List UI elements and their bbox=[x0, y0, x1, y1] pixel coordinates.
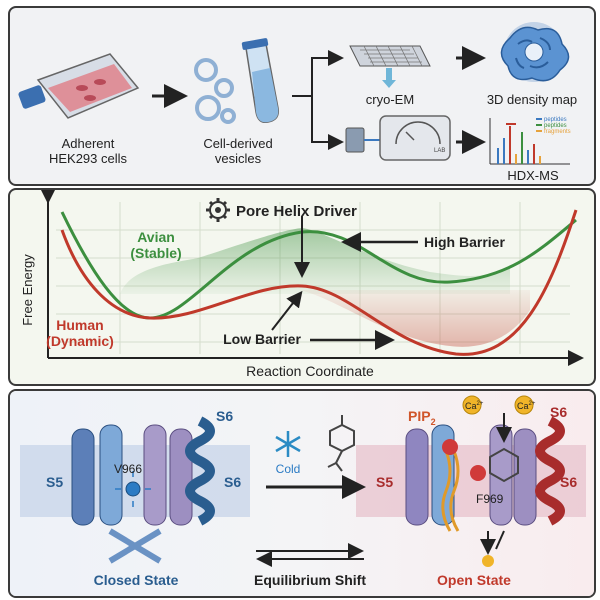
avian-label-line2: (Stable) bbox=[130, 245, 181, 261]
equilibrium-label: Equilibrium Shift bbox=[254, 572, 366, 588]
low-barrier-label: Low Barrier bbox=[223, 331, 301, 347]
hdx-label: HDX-MS bbox=[507, 168, 559, 183]
cells-label-line1: Adherent bbox=[61, 136, 115, 151]
high-barrier-label: High Barrier bbox=[424, 234, 505, 250]
cold-label: Cold bbox=[276, 462, 301, 476]
s6-left-mid-label: S6 bbox=[224, 474, 241, 490]
avian-label-line1: Avian bbox=[137, 229, 175, 245]
human-label-line1: Human bbox=[56, 317, 103, 333]
vesicles-icon bbox=[194, 58, 236, 124]
cells-label-line2: HEK293 cells bbox=[48, 151, 128, 166]
vesicles-label: Cell-derived vesicles bbox=[178, 136, 298, 166]
gear-icon bbox=[206, 198, 230, 222]
open-state-label: Open State bbox=[437, 572, 511, 588]
workflow-panel: LAB peptides peptides fragments Adherent… bbox=[8, 6, 596, 186]
instrument-tag: LAB bbox=[434, 148, 445, 154]
legend-peptides-2: peptides bbox=[544, 123, 567, 129]
tube-icon bbox=[241, 38, 280, 124]
s6-right-top-label: S6 bbox=[550, 404, 567, 420]
ca-ion-label-2: Ca2+ bbox=[517, 401, 536, 411]
s5-left-label: S5 bbox=[46, 474, 63, 490]
energy-title: Pore Helix Driver bbox=[236, 203, 357, 220]
closed-channel bbox=[71, 416, 215, 564]
vesicles-label-line2: vesicles bbox=[214, 151, 262, 166]
x-axis-label: Reaction Coordinate bbox=[246, 363, 374, 379]
pip2-label: PIP2 bbox=[408, 408, 436, 427]
s6-right-mid-label: S6 bbox=[560, 474, 577, 490]
snowflake-icon bbox=[275, 431, 301, 457]
human-curve bbox=[60, 209, 578, 356]
ca-ion-label-1: Ca2+ bbox=[465, 401, 484, 411]
states-panel: S5 S6 S6 V966 Closed State Cold Equilibr… bbox=[8, 389, 596, 598]
flask-icon bbox=[18, 53, 140, 119]
s6-left-top-label: S6 bbox=[216, 408, 233, 424]
states-graphic: S5 S6 S6 V966 Closed State Cold Equilibr… bbox=[10, 391, 594, 596]
menthol-molecule-icon bbox=[327, 415, 355, 472]
cells-label: Adherent HEK293 cells bbox=[28, 136, 148, 166]
y-axis-label: Free Energy bbox=[20, 254, 35, 326]
s5-right-label: S5 bbox=[376, 474, 393, 490]
low-barrier-pointer bbox=[271, 290, 303, 331]
closed-state-label: Closed State bbox=[94, 572, 179, 588]
residue-open-label: F969 bbox=[476, 492, 504, 506]
vesicles-label-line1: Cell-derived bbox=[203, 136, 273, 151]
mass-spec-instrument-icon: LAB bbox=[345, 115, 451, 161]
legend-fragments: fragments bbox=[544, 129, 571, 135]
density-map-label: 3D density map bbox=[486, 92, 578, 107]
cryoem-grid-icon bbox=[349, 45, 431, 88]
hdx-spectrum-icon: peptides peptides fragments bbox=[489, 117, 571, 165]
residue-closed-label: V966 bbox=[114, 462, 142, 476]
energy-landscape-graphic: Pore Helix Driver Free Energy Reaction C… bbox=[20, 190, 584, 379]
legend-peptides-1: peptides bbox=[544, 117, 567, 123]
cryoem-label: cryo-EM bbox=[365, 92, 415, 107]
workflow-graphic: LAB peptides peptides fragments bbox=[18, 22, 571, 165]
energy-panel: Pore Helix Driver Free Energy Reaction C… bbox=[8, 188, 596, 386]
human-label-line2: (Dynamic) bbox=[46, 333, 114, 349]
density-map-icon bbox=[500, 22, 570, 82]
open-channel bbox=[405, 395, 565, 567]
